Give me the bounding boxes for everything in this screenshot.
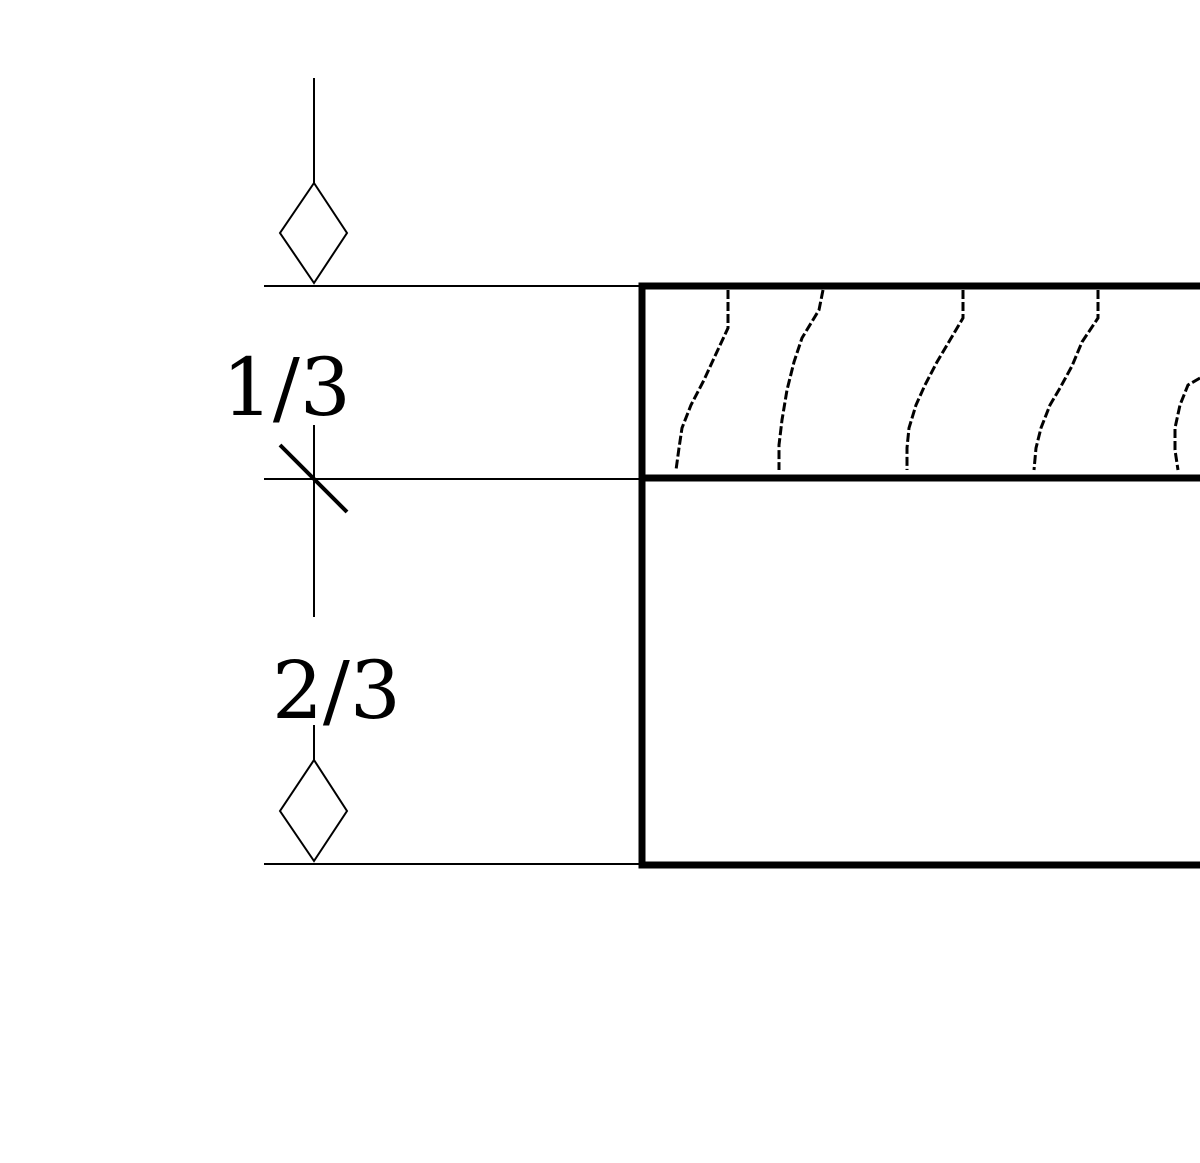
upper-fraction-label: 1/3 [222,341,351,434]
hatch-line [674,290,730,471]
hatch-line [905,290,965,470]
lower-fraction-label: 2/3 [272,644,401,737]
hatch-line [1173,376,1200,471]
section-outline [638,282,1200,869]
layer-hatching [674,289,1200,471]
bottom-diamond-marker-icon [278,758,349,863]
hatch-line [777,289,825,470]
hatch-line [1032,290,1100,471]
dimension-tick-mark [278,443,349,514]
top-diamond-marker-icon [278,181,349,285]
